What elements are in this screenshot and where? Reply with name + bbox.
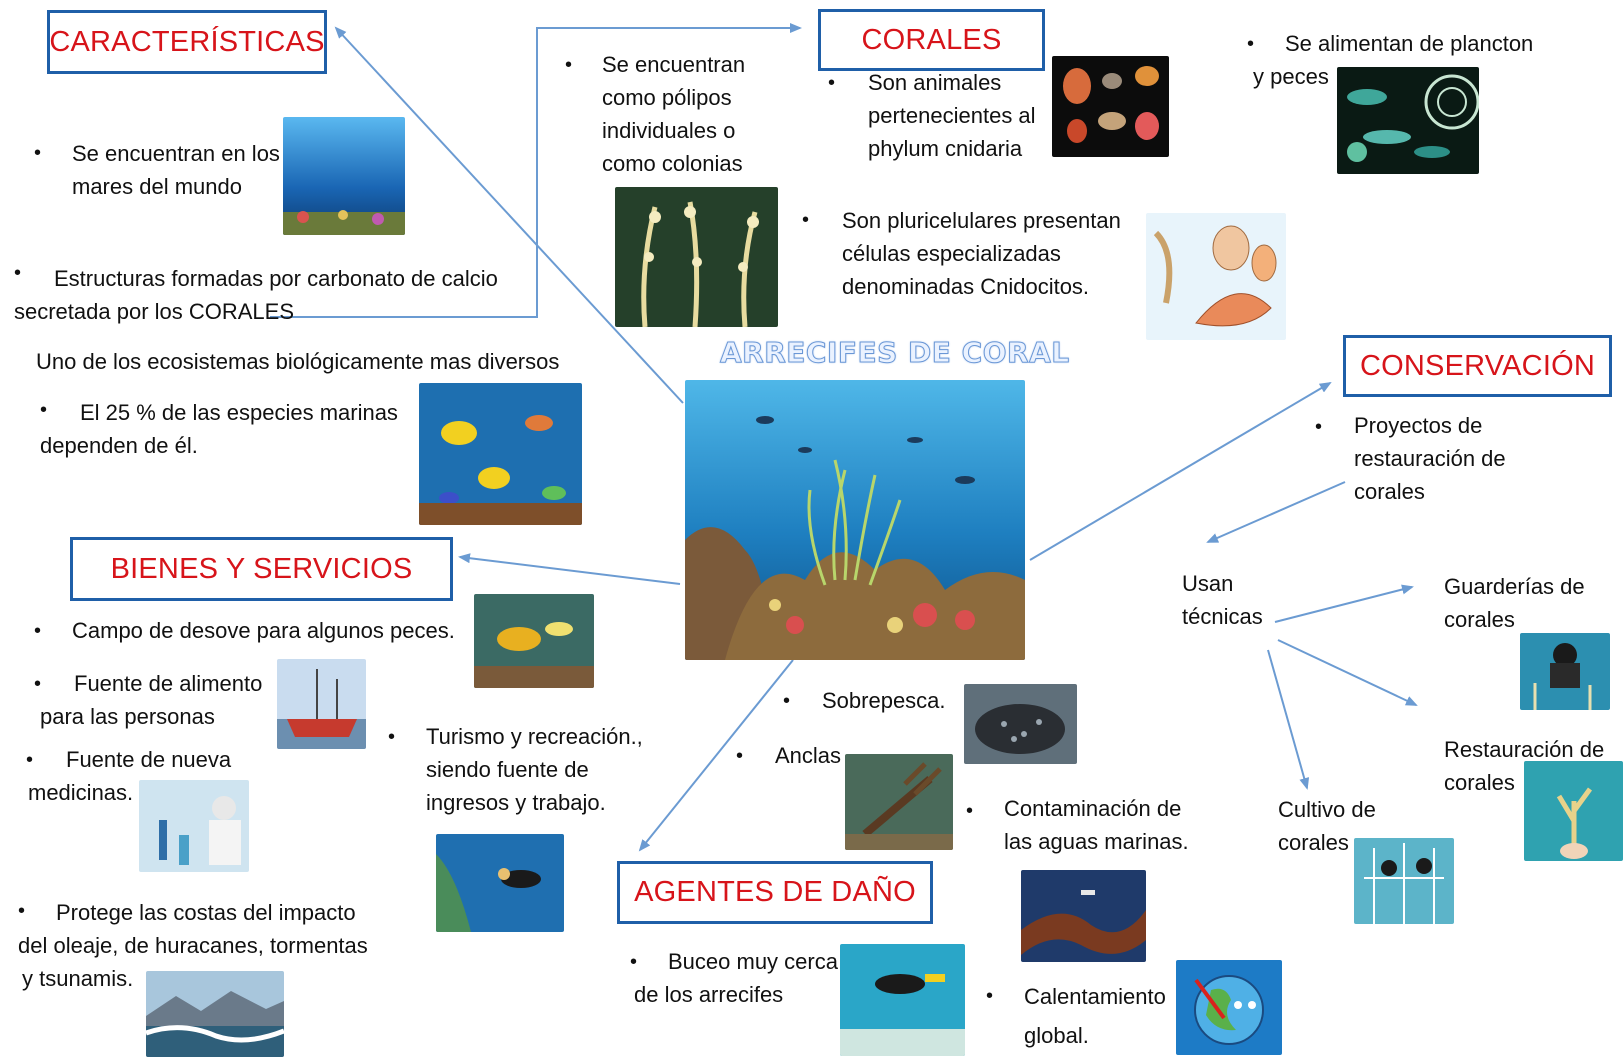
bullet-pluricelulares: • [802,209,810,231]
text-diversos: Uno de los ecosistemas biológicamente ma… [36,349,560,374]
text-protege: Protege las costas del impacto del oleaj… [18,900,368,991]
bullet-plancton: • [1247,33,1255,55]
text-especies: El 25 % de las especies marinas dependen… [40,400,398,458]
text-restauracion: Restauración de corales [1444,737,1605,795]
anchor-damage-image [845,754,953,850]
coral-restoration-image [1524,761,1623,861]
global-warming-earth-image [1176,960,1282,1055]
plankton-image [1337,67,1479,174]
diving-near-reef-image [840,944,965,1056]
bullet-turismo: • [388,726,396,748]
arrow-to-guarderias [1274,584,1414,623]
text-sobrepesca: Sobrepesca. [822,688,946,713]
coral-reef-center-image [685,380,1025,660]
coral-polyps-image [615,187,778,327]
oil-spill-image [1021,870,1146,962]
arrow-to-conservacion [1029,381,1332,561]
bullet-medicinas: • [26,749,34,771]
text-turismo: Turismo y recreación., siendo fuente de … [426,724,643,815]
text-polipos: Se encuentran como pólipos individuales … [602,52,746,176]
bullet-proyectos: • [1315,416,1323,438]
bullet-mares: • [34,142,42,164]
arrow-to-agentes [638,659,794,852]
text-calentamiento: Calentamiento global. [1024,984,1166,1048]
bullet-buceo: • [630,951,638,973]
cnidaria-image [1052,56,1169,157]
coral-nursery-image [1520,633,1610,710]
bullet-protege: • [18,900,26,922]
text-contaminacion: Contaminación de las aguas marinas. [1004,796,1189,854]
arrow-proyectos-to-tecnicas [1206,481,1346,543]
text-usan-tecnicas: Usan técnicas [1182,571,1263,629]
text-alimento: Fuente de alimento para las personas [40,671,263,729]
bullet-animales: • [828,72,836,94]
bullet-polipos: • [565,54,573,76]
text-proyectos: Proyectos de restauración de corales [1354,413,1506,504]
text-anclas: Anclas [775,743,842,768]
bullet-calentamiento: • [986,985,994,1007]
text-animales: Son animales pertenecientes al phylum cn… [868,70,1036,161]
header-corales: CORALES [818,9,1045,71]
arrow-to-bienes [458,553,681,585]
text-mares: Se encuentran en los mares del mundo [72,141,280,199]
bullet-estructuras: • [14,262,22,284]
cnidocyte-diagram-image [1146,213,1286,340]
text-estructuras: Estructuras formadas por carbonato de ca… [14,266,498,324]
ocean-image [283,117,405,235]
text-guarderias: Guarderías de corales [1444,574,1585,632]
bullet-alimento: • [34,673,42,695]
fishing-boat-image [277,659,366,749]
bullet-anclas: • [736,745,744,767]
coastal-waves-image [146,971,284,1057]
laboratory-image [139,780,249,872]
header-agentes-de-dano: AGENTES DE DAÑO [617,861,933,924]
scuba-diver-image [436,834,564,932]
text-plancton: Se alimentan de plancton y peces [1253,31,1534,89]
arrow-to-cultivo [1267,649,1310,790]
arrow-to-caracteristicas [334,26,684,404]
text-buceo: Buceo muy cerca de los arrecifes [634,949,838,1007]
header-bienes-servicios: BIENES Y SERVICIOS [70,537,453,601]
spawning-fish-image [474,594,594,688]
overfishing-net-image [964,684,1077,764]
coral-farming-image [1354,838,1454,924]
header-caracteristicas: CARACTERÍSTICAS [47,10,327,74]
text-medicinas: Fuente de nueva medicinas. [28,747,232,805]
header-conservacion: CONSERVACIÓN [1343,335,1612,397]
bullet-especies: • [40,399,48,421]
center-title: ARRECIFES DE CORAL [720,336,1070,370]
text-pluricelulares: Son pluricelulares presentan células esp… [842,208,1121,299]
arrow-to-restauracion [1277,639,1418,706]
bullet-sobrepesca: • [783,690,791,712]
bullet-desove: • [34,620,42,642]
text-cultivo: Cultivo de corales [1278,797,1376,855]
bullet-contaminacion: • [966,800,974,822]
text-desove: Campo de desove para algunos peces. [72,618,455,643]
arrow-to-corales [270,23,802,318]
tropical-fish-image [419,383,582,525]
